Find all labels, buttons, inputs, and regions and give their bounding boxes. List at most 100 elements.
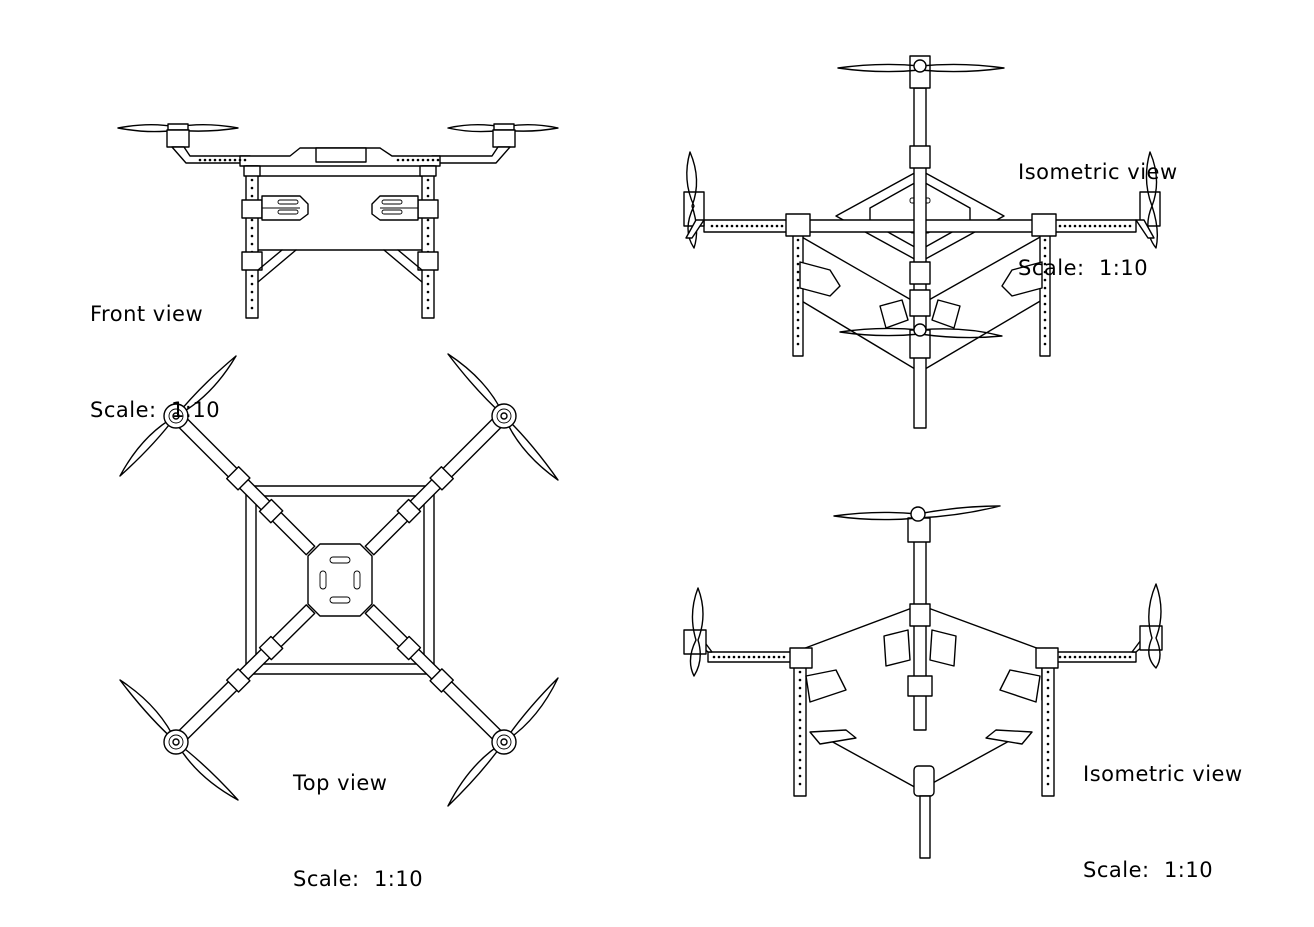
hole-dot bbox=[796, 342, 800, 346]
propeller-blade bbox=[447, 353, 505, 417]
hole-dot bbox=[426, 290, 430, 294]
front-arm-holes bbox=[198, 158, 440, 162]
iso1-bottom-prop bbox=[839, 327, 1003, 339]
hole-dot bbox=[712, 655, 716, 659]
hole-dot bbox=[735, 224, 739, 228]
arm-clamp bbox=[429, 466, 454, 491]
hole-dot bbox=[796, 238, 800, 242]
hole-dot bbox=[250, 218, 254, 222]
hole-dot bbox=[1046, 710, 1050, 714]
hole-dot bbox=[1043, 294, 1047, 298]
iso-bottom-scale: Scale: 1:10 bbox=[1083, 858, 1214, 882]
hole-dot bbox=[798, 742, 802, 746]
hole-dot bbox=[213, 158, 217, 162]
hole-dot bbox=[426, 226, 430, 230]
hole-dot bbox=[796, 246, 800, 250]
hole-dot bbox=[732, 655, 736, 659]
propeller-blade bbox=[503, 677, 559, 743]
front-left-motor bbox=[166, 129, 190, 148]
hole-dot bbox=[228, 158, 232, 162]
hole-dot bbox=[218, 158, 222, 162]
hole-dot bbox=[798, 694, 802, 698]
hole-dot bbox=[411, 158, 415, 162]
hole-dot bbox=[1108, 224, 1112, 228]
hole-dot bbox=[740, 224, 744, 228]
propeller-blade bbox=[119, 679, 177, 743]
hole-dot bbox=[798, 670, 802, 674]
hole-dot bbox=[421, 158, 425, 162]
hole-dot bbox=[1043, 334, 1047, 338]
hole-dot bbox=[250, 290, 254, 294]
top-view-label: Top view Scale: 1:10 bbox=[293, 703, 423, 927]
hole-dot bbox=[426, 274, 430, 278]
hole-dot bbox=[1046, 758, 1050, 762]
hole-dot bbox=[1128, 224, 1132, 228]
hole-dot bbox=[1093, 655, 1097, 659]
hole-dot bbox=[796, 278, 800, 282]
hole-dot bbox=[1046, 686, 1050, 690]
hole-dot bbox=[798, 702, 802, 706]
hole-dot bbox=[720, 224, 724, 228]
iso-top-drawing bbox=[683, 55, 1161, 429]
hole-dot bbox=[1058, 224, 1062, 228]
iso-top-title: Isometric view bbox=[1018, 160, 1178, 184]
hole-dot bbox=[203, 158, 207, 162]
front-view-title: Front view bbox=[90, 302, 204, 326]
hole-dot bbox=[1088, 655, 1092, 659]
hole-dot bbox=[436, 158, 440, 162]
hole-dot bbox=[1118, 224, 1122, 228]
arm-clamp bbox=[258, 498, 284, 524]
hole-dot bbox=[1098, 224, 1102, 228]
hole-dot bbox=[796, 254, 800, 258]
hole-dot bbox=[717, 655, 721, 659]
propeller-blade bbox=[503, 415, 559, 481]
hole-dot bbox=[431, 158, 435, 162]
iso1-leg-holes bbox=[796, 238, 1047, 346]
front-right-motor bbox=[492, 129, 516, 148]
hole-dot bbox=[426, 178, 430, 182]
top-rotors bbox=[119, 353, 559, 807]
hole-dot bbox=[1128, 655, 1132, 659]
hole-dot bbox=[796, 262, 800, 266]
hole-dot bbox=[250, 234, 254, 238]
hole-dot bbox=[752, 655, 756, 659]
motor-shaft bbox=[500, 412, 508, 420]
top-arms bbox=[171, 411, 509, 747]
hole-dot bbox=[426, 306, 430, 310]
iso2-bottom-mount bbox=[913, 765, 935, 797]
hole-dot bbox=[1046, 678, 1050, 682]
hole-dot bbox=[796, 302, 800, 306]
hole-dot bbox=[796, 270, 800, 274]
iso2-arm-holes bbox=[712, 655, 1132, 659]
hole-dot bbox=[1113, 224, 1117, 228]
propeller-blade bbox=[175, 741, 239, 801]
hole-dot bbox=[798, 782, 802, 786]
hole-dot bbox=[1068, 224, 1072, 228]
hole-dot bbox=[1058, 655, 1062, 659]
propeller-blade bbox=[119, 415, 177, 477]
motor-inner bbox=[168, 408, 184, 424]
hole-dot bbox=[406, 158, 410, 162]
hole-dot bbox=[250, 298, 254, 302]
front-right-arm bbox=[431, 146, 511, 164]
hole-dot bbox=[798, 766, 802, 770]
arm-clamp bbox=[396, 635, 422, 661]
hole-dot bbox=[243, 158, 247, 162]
hole-dot bbox=[1043, 342, 1047, 346]
top-view-scale: Scale: 1:10 bbox=[293, 867, 424, 891]
iso-bottom-title: Isometric view bbox=[1083, 762, 1243, 786]
hole-dot bbox=[1068, 655, 1072, 659]
iso2-vertical-arm bbox=[913, 527, 927, 731]
iso1-left-prop bbox=[686, 151, 698, 249]
front-view-label: Front view Scale: 1:10 bbox=[90, 234, 220, 458]
motor-inner bbox=[168, 734, 184, 750]
hole-dot bbox=[750, 224, 754, 228]
iso2-left-prop bbox=[689, 587, 704, 677]
hole-dot bbox=[782, 655, 786, 659]
hole-dot bbox=[796, 334, 800, 338]
arm-clamp bbox=[258, 635, 284, 661]
hole-dot bbox=[1046, 670, 1050, 674]
hole-dot bbox=[1046, 766, 1050, 770]
hole-dot bbox=[727, 655, 731, 659]
hole-dot bbox=[1046, 718, 1050, 722]
